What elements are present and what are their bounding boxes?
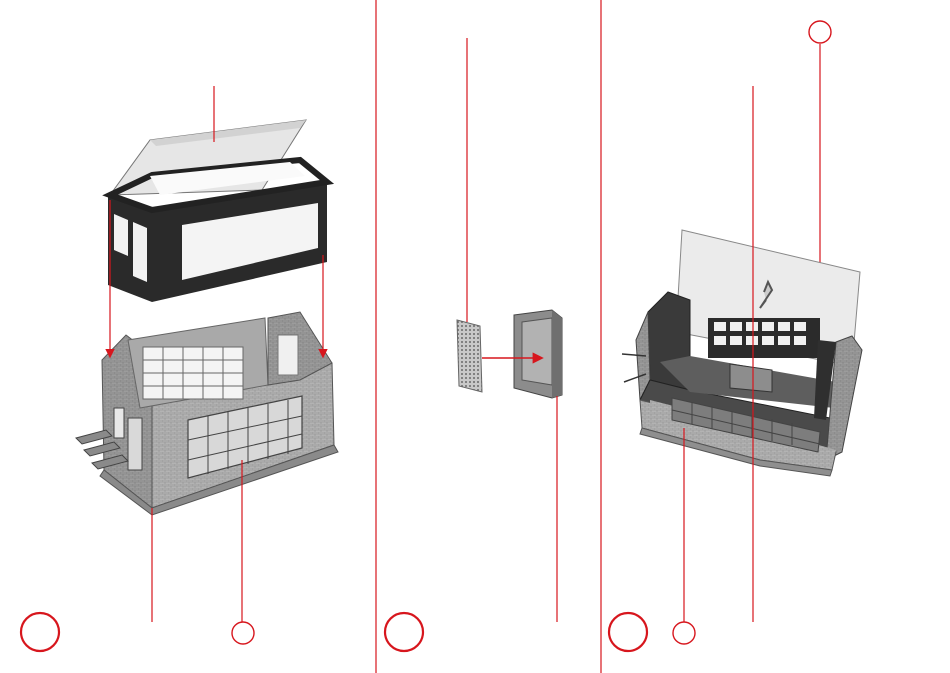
part-callout-circle (809, 21, 831, 43)
window-insert-part (108, 120, 327, 302)
panel-step-2 (385, 38, 562, 651)
brick-house-base-part (76, 312, 338, 515)
step-circle (609, 613, 647, 651)
part-callout-circle (673, 622, 695, 644)
mesh-screen-part (457, 320, 482, 392)
frame-tray-part (514, 310, 562, 398)
house-with-interior-part (622, 230, 862, 476)
part-callout-circle (232, 622, 254, 644)
panel-step-1 (21, 86, 338, 651)
step-circle (21, 613, 59, 651)
panel-step-3 (609, 21, 862, 651)
step-circle (385, 613, 423, 651)
